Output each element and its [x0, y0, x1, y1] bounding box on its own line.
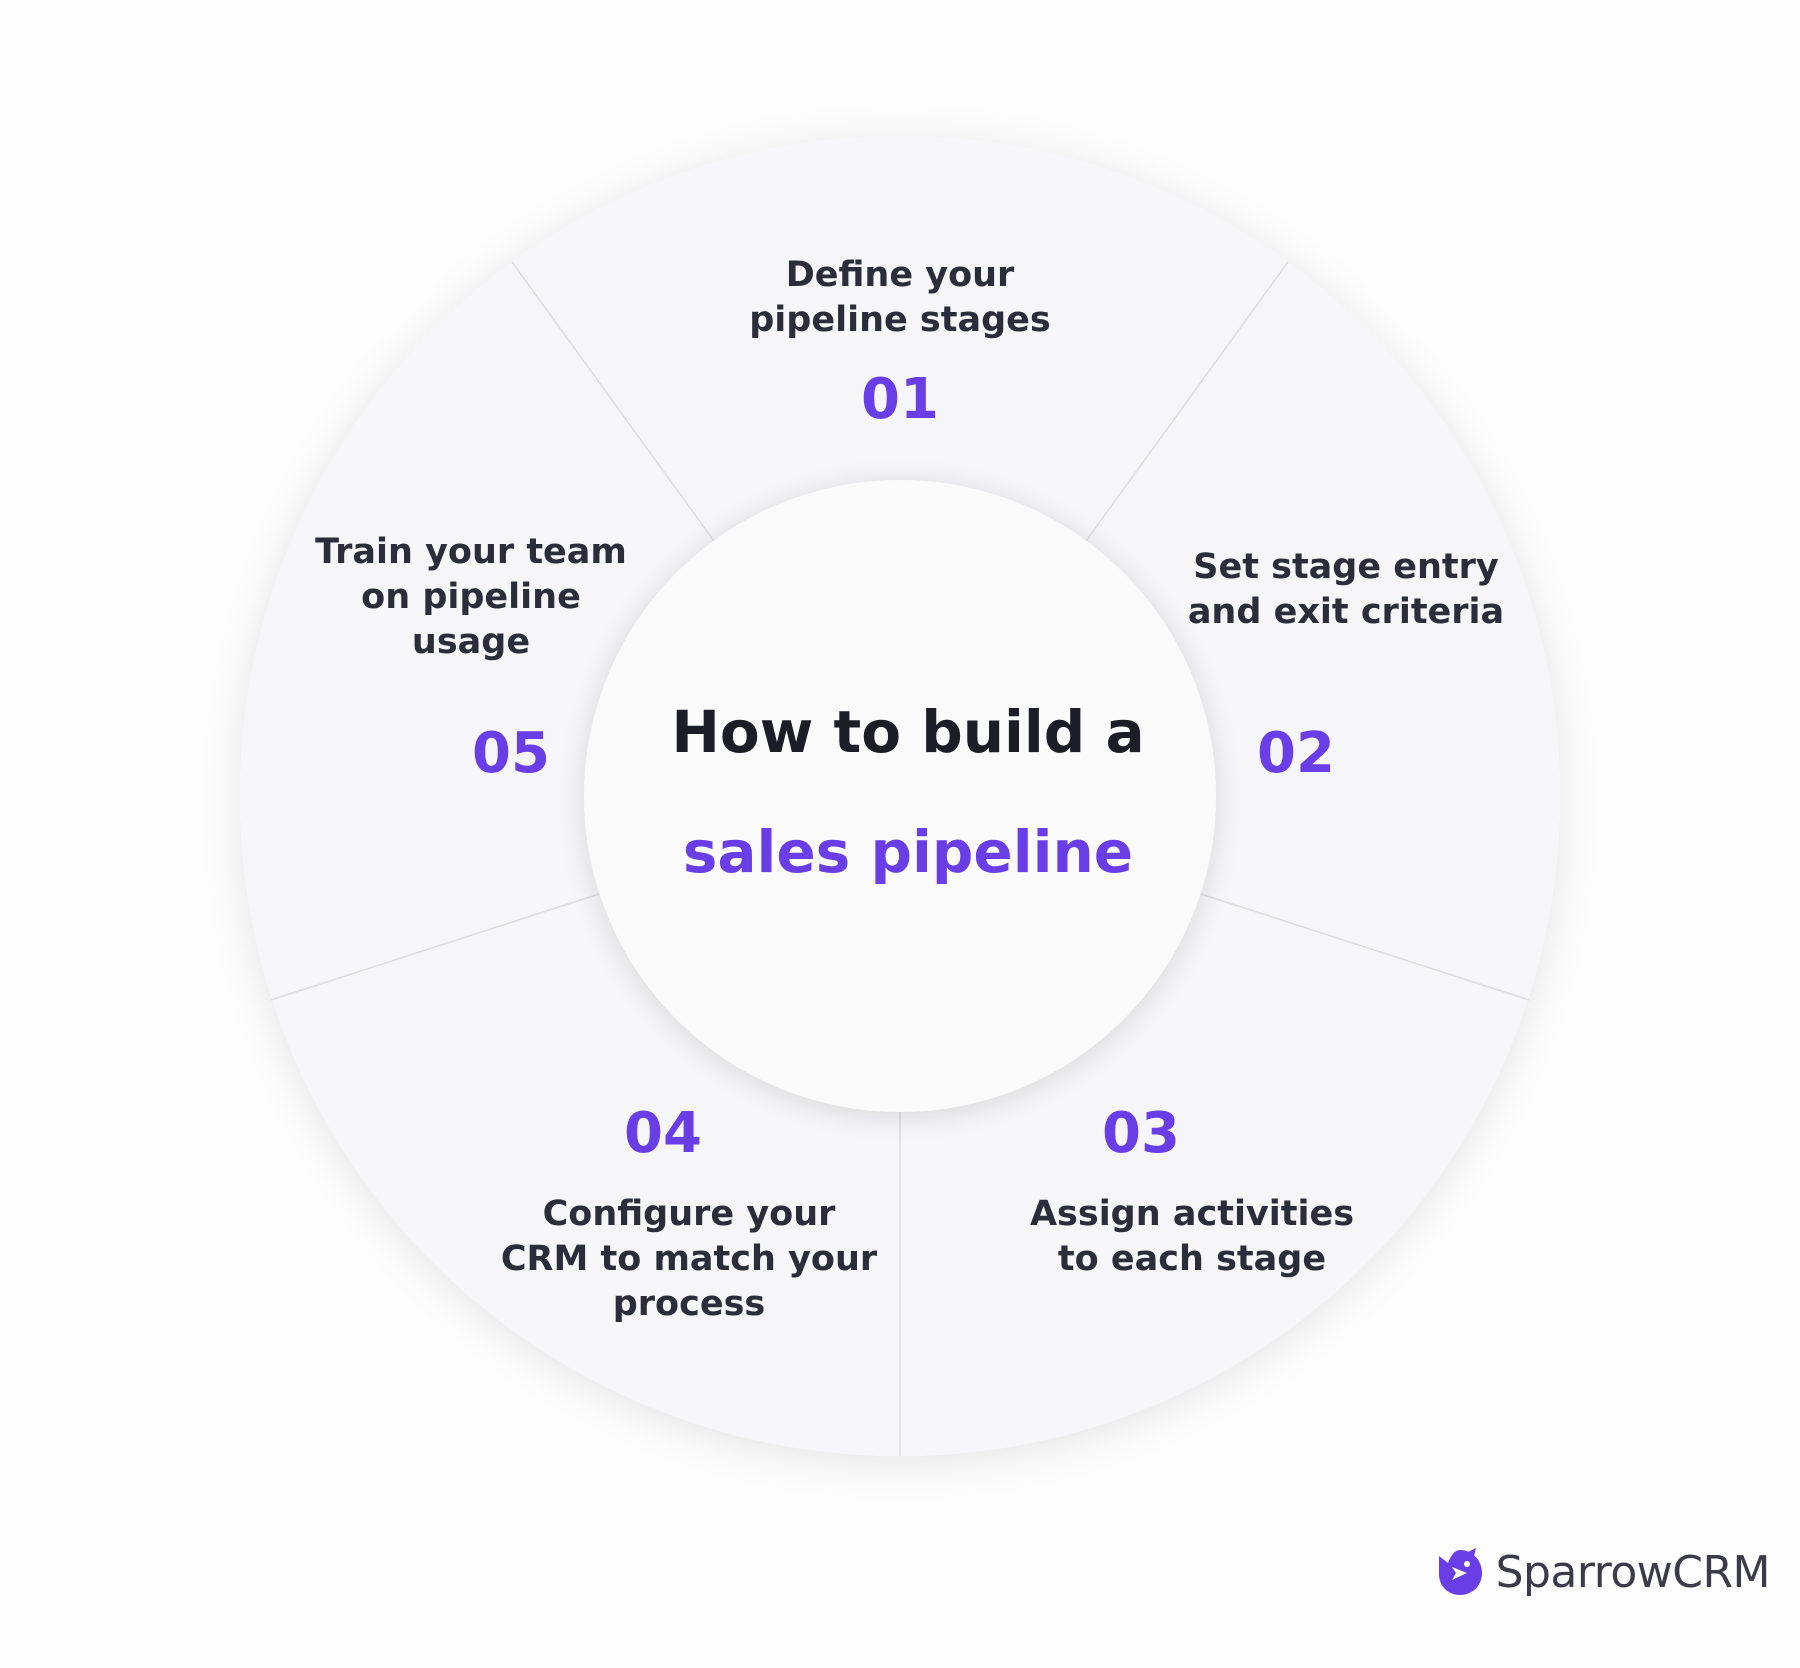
step-02: Set stage entry and exit criteria 02 — [1188, 547, 1504, 786]
step-03-title-line1: Assign activities — [1030, 1194, 1354, 1234]
divider-1-2 — [1085, 261, 1289, 542]
divider-5-1 — [511, 261, 715, 542]
step-03-number: 03 — [1102, 1101, 1180, 1166]
step-05-title-line1: Train your team — [315, 532, 627, 572]
step-04-title-line2: CRM to match your — [501, 1239, 878, 1279]
brand-logo: SparrowCRM — [1434, 1546, 1771, 1598]
step-01-title-line2: pipeline stages — [749, 300, 1050, 340]
step-01-title-line1: Define your — [786, 255, 1015, 295]
step-02-number: 02 — [1257, 721, 1335, 786]
center-circle — [584, 480, 1216, 1112]
center-title-line1: How to build a — [671, 698, 1144, 766]
step-01: Define your pipeline stages 01 — [749, 255, 1050, 432]
step-05-title-line2: on pipeline — [361, 577, 581, 617]
step-04-title-line1: Configure your — [543, 1194, 837, 1234]
center-title-line2: sales pipeline — [683, 818, 1133, 886]
step-03: 03 Assign activities to each stage — [1030, 1101, 1354, 1279]
step-02-title-line2: and exit criteria — [1188, 592, 1504, 632]
step-05: Train your team on pipeline usage 05 — [315, 532, 627, 786]
step-03-title-line2: to each stage — [1058, 1239, 1326, 1279]
divider-2-3 — [1200, 893, 1530, 1001]
step-04-number: 04 — [624, 1101, 702, 1166]
step-04-title-line3: process — [613, 1284, 766, 1324]
step-01-number: 01 — [861, 367, 939, 432]
sparrow-logo-icon — [1438, 1548, 1482, 1595]
step-05-title-line3: usage — [412, 622, 530, 662]
divider-4-5 — [270, 893, 600, 1001]
step-05-number: 05 — [472, 721, 550, 786]
segment-dividers — [270, 261, 1530, 1456]
step-02-title-line1: Set stage entry — [1193, 547, 1499, 587]
brand-name: SparrowCRM — [1495, 1546, 1771, 1598]
step-04: 04 Configure your CRM to match your proc… — [501, 1101, 878, 1324]
